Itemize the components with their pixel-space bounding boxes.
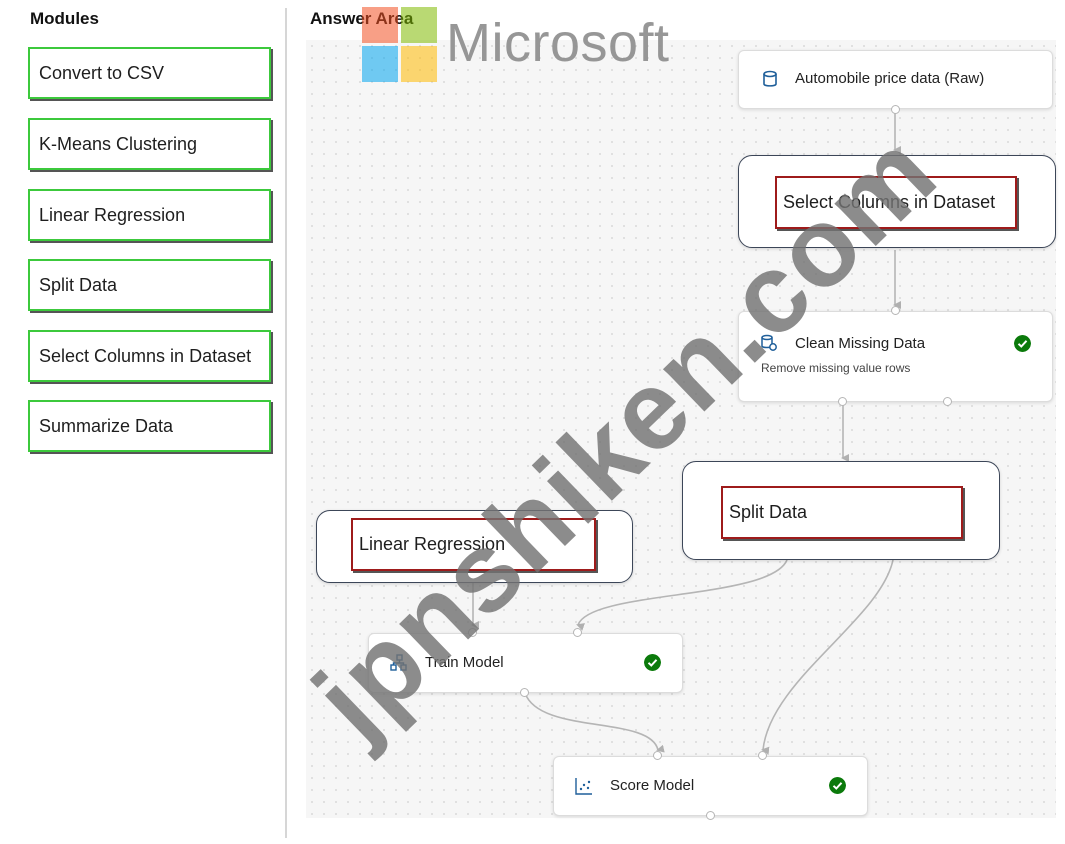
port-output[interactable]	[520, 688, 529, 697]
drop-target-3[interactable]: Linear Regression	[316, 510, 633, 583]
node-subtitle: Remove missing value rows	[761, 361, 911, 375]
node-label: Train Model	[425, 654, 504, 671]
port-input[interactable]	[653, 751, 662, 760]
node-label: Score Model	[610, 777, 695, 794]
module-convert-to-csv[interactable]: Convert to CSV	[28, 47, 271, 99]
port-input[interactable]	[891, 306, 900, 315]
slot-linear-regression[interactable]: Linear Regression	[351, 518, 596, 571]
port-output[interactable]	[706, 811, 715, 820]
check-circle-icon	[644, 654, 661, 671]
port-input[interactable]	[468, 628, 477, 637]
node-automobile-price-data[interactable]: Automobile price data (Raw)	[738, 50, 1053, 109]
check-circle-icon	[829, 777, 846, 794]
clean-data-icon	[761, 334, 777, 351]
port-input[interactable]	[758, 751, 767, 760]
slot-split-data[interactable]: Split Data	[721, 486, 963, 539]
node-clean-missing-data[interactable]: Clean Missing Data Remove missing value …	[738, 311, 1053, 402]
drop-target-1[interactable]: Select Columns in Dataset	[738, 155, 1056, 248]
score-model-icon	[575, 778, 592, 795]
module-summarize-data[interactable]: Summarize Data	[28, 400, 271, 452]
slot-select-columns-in-dataset[interactable]: Select Columns in Dataset	[775, 176, 1017, 229]
port-output[interactable]	[943, 397, 952, 406]
node-label: Clean Missing Data	[795, 335, 926, 352]
modules-title: Modules	[30, 9, 99, 28]
module-select-columns-in-dataset[interactable]: Select Columns in Dataset	[28, 330, 271, 382]
module-split-data[interactable]: Split Data	[28, 259, 271, 311]
node-train-model[interactable]: Train Model	[368, 633, 683, 693]
node-score-model[interactable]: Score Model	[553, 756, 868, 816]
panel-divider	[285, 8, 287, 838]
node-label: Automobile price data (Raw)	[795, 70, 985, 87]
answer-area-title: Answer Area	[310, 9, 414, 28]
check-circle-icon	[1014, 335, 1031, 352]
port-output[interactable]	[838, 397, 847, 406]
module-k-means-clustering[interactable]: K-Means Clustering	[28, 118, 271, 170]
database-icon	[763, 70, 777, 87]
train-model-icon	[390, 654, 407, 671]
port-input[interactable]	[573, 628, 582, 637]
drop-target-2[interactable]: Split Data	[682, 461, 1000, 560]
port-output[interactable]	[891, 105, 900, 114]
module-linear-regression[interactable]: Linear Regression	[28, 189, 271, 241]
